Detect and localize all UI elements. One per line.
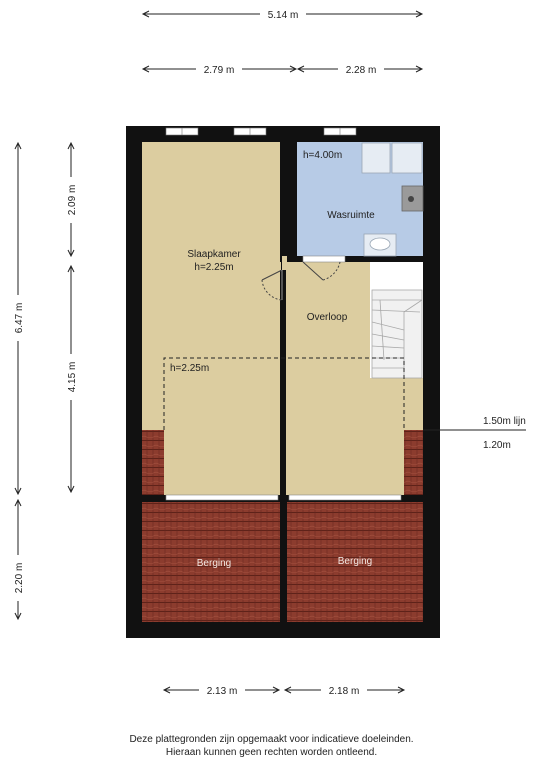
- slaapkamer-height: h=2.25m: [194, 262, 233, 273]
- berging-right-label: Berging: [338, 556, 372, 567]
- door-wasruimte: [302, 261, 341, 281]
- footer-line-2: Hieraan kunnen geen rechten worden ontle…: [165, 747, 378, 758]
- footer-disclaimer: Deze plattegronden zijn opgemaakt voor i…: [0, 733, 543, 759]
- dim-top-total: 5.14 m: [268, 10, 299, 21]
- dim-bottom-left: 2.13 m: [207, 686, 238, 697]
- wasruimte-label: Wasruimte: [327, 210, 375, 221]
- tile-zone-right: [404, 430, 423, 498]
- dim-top-right: 2.28 m: [346, 65, 377, 76]
- dim-left-lower: 2.20 m: [14, 563, 25, 594]
- tile-zone-left: [142, 430, 164, 498]
- footer-line-1: Deze plattegronden zijn opgemaakt voor i…: [129, 734, 414, 745]
- dim-bottom-right: 2.18 m: [329, 686, 360, 697]
- berging-right-floor: [287, 502, 423, 622]
- dim-left-upper: 2.09 m: [67, 185, 78, 216]
- wasruimte-fixtures: [361, 142, 424, 257]
- legend-line-120: 1.20m: [483, 440, 511, 451]
- slaapkamer-floor: [142, 142, 281, 498]
- staircase: [371, 289, 423, 379]
- berging-left-label: Berging: [197, 558, 231, 569]
- wasruimte-height: h=4.00m: [303, 150, 342, 161]
- dim-left-total: 6.47 m: [14, 303, 25, 334]
- dim-left-middle: 4.15 m: [67, 362, 78, 393]
- overloop-label: Overloop: [307, 312, 348, 323]
- legend-line-150: 1.50m lijn: [483, 416, 526, 427]
- berging-left-floor: [142, 502, 281, 622]
- windows: [165, 127, 357, 136]
- door-slaapkamer: [261, 269, 283, 301]
- window-frames: [181, 128, 341, 135]
- interior-walls: [142, 142, 423, 622]
- slaapkamer-label: Slaapkamer: [187, 249, 241, 260]
- headroom-line: [163, 357, 405, 430]
- headroom-height: h=2.25m: [170, 363, 209, 374]
- dimension-labels: 5.14 m 2.79 m 2.28 m 6.47 m 2.09 m 4.15 …: [11, 7, 384, 697]
- dim-top-left: 2.79 m: [204, 65, 235, 76]
